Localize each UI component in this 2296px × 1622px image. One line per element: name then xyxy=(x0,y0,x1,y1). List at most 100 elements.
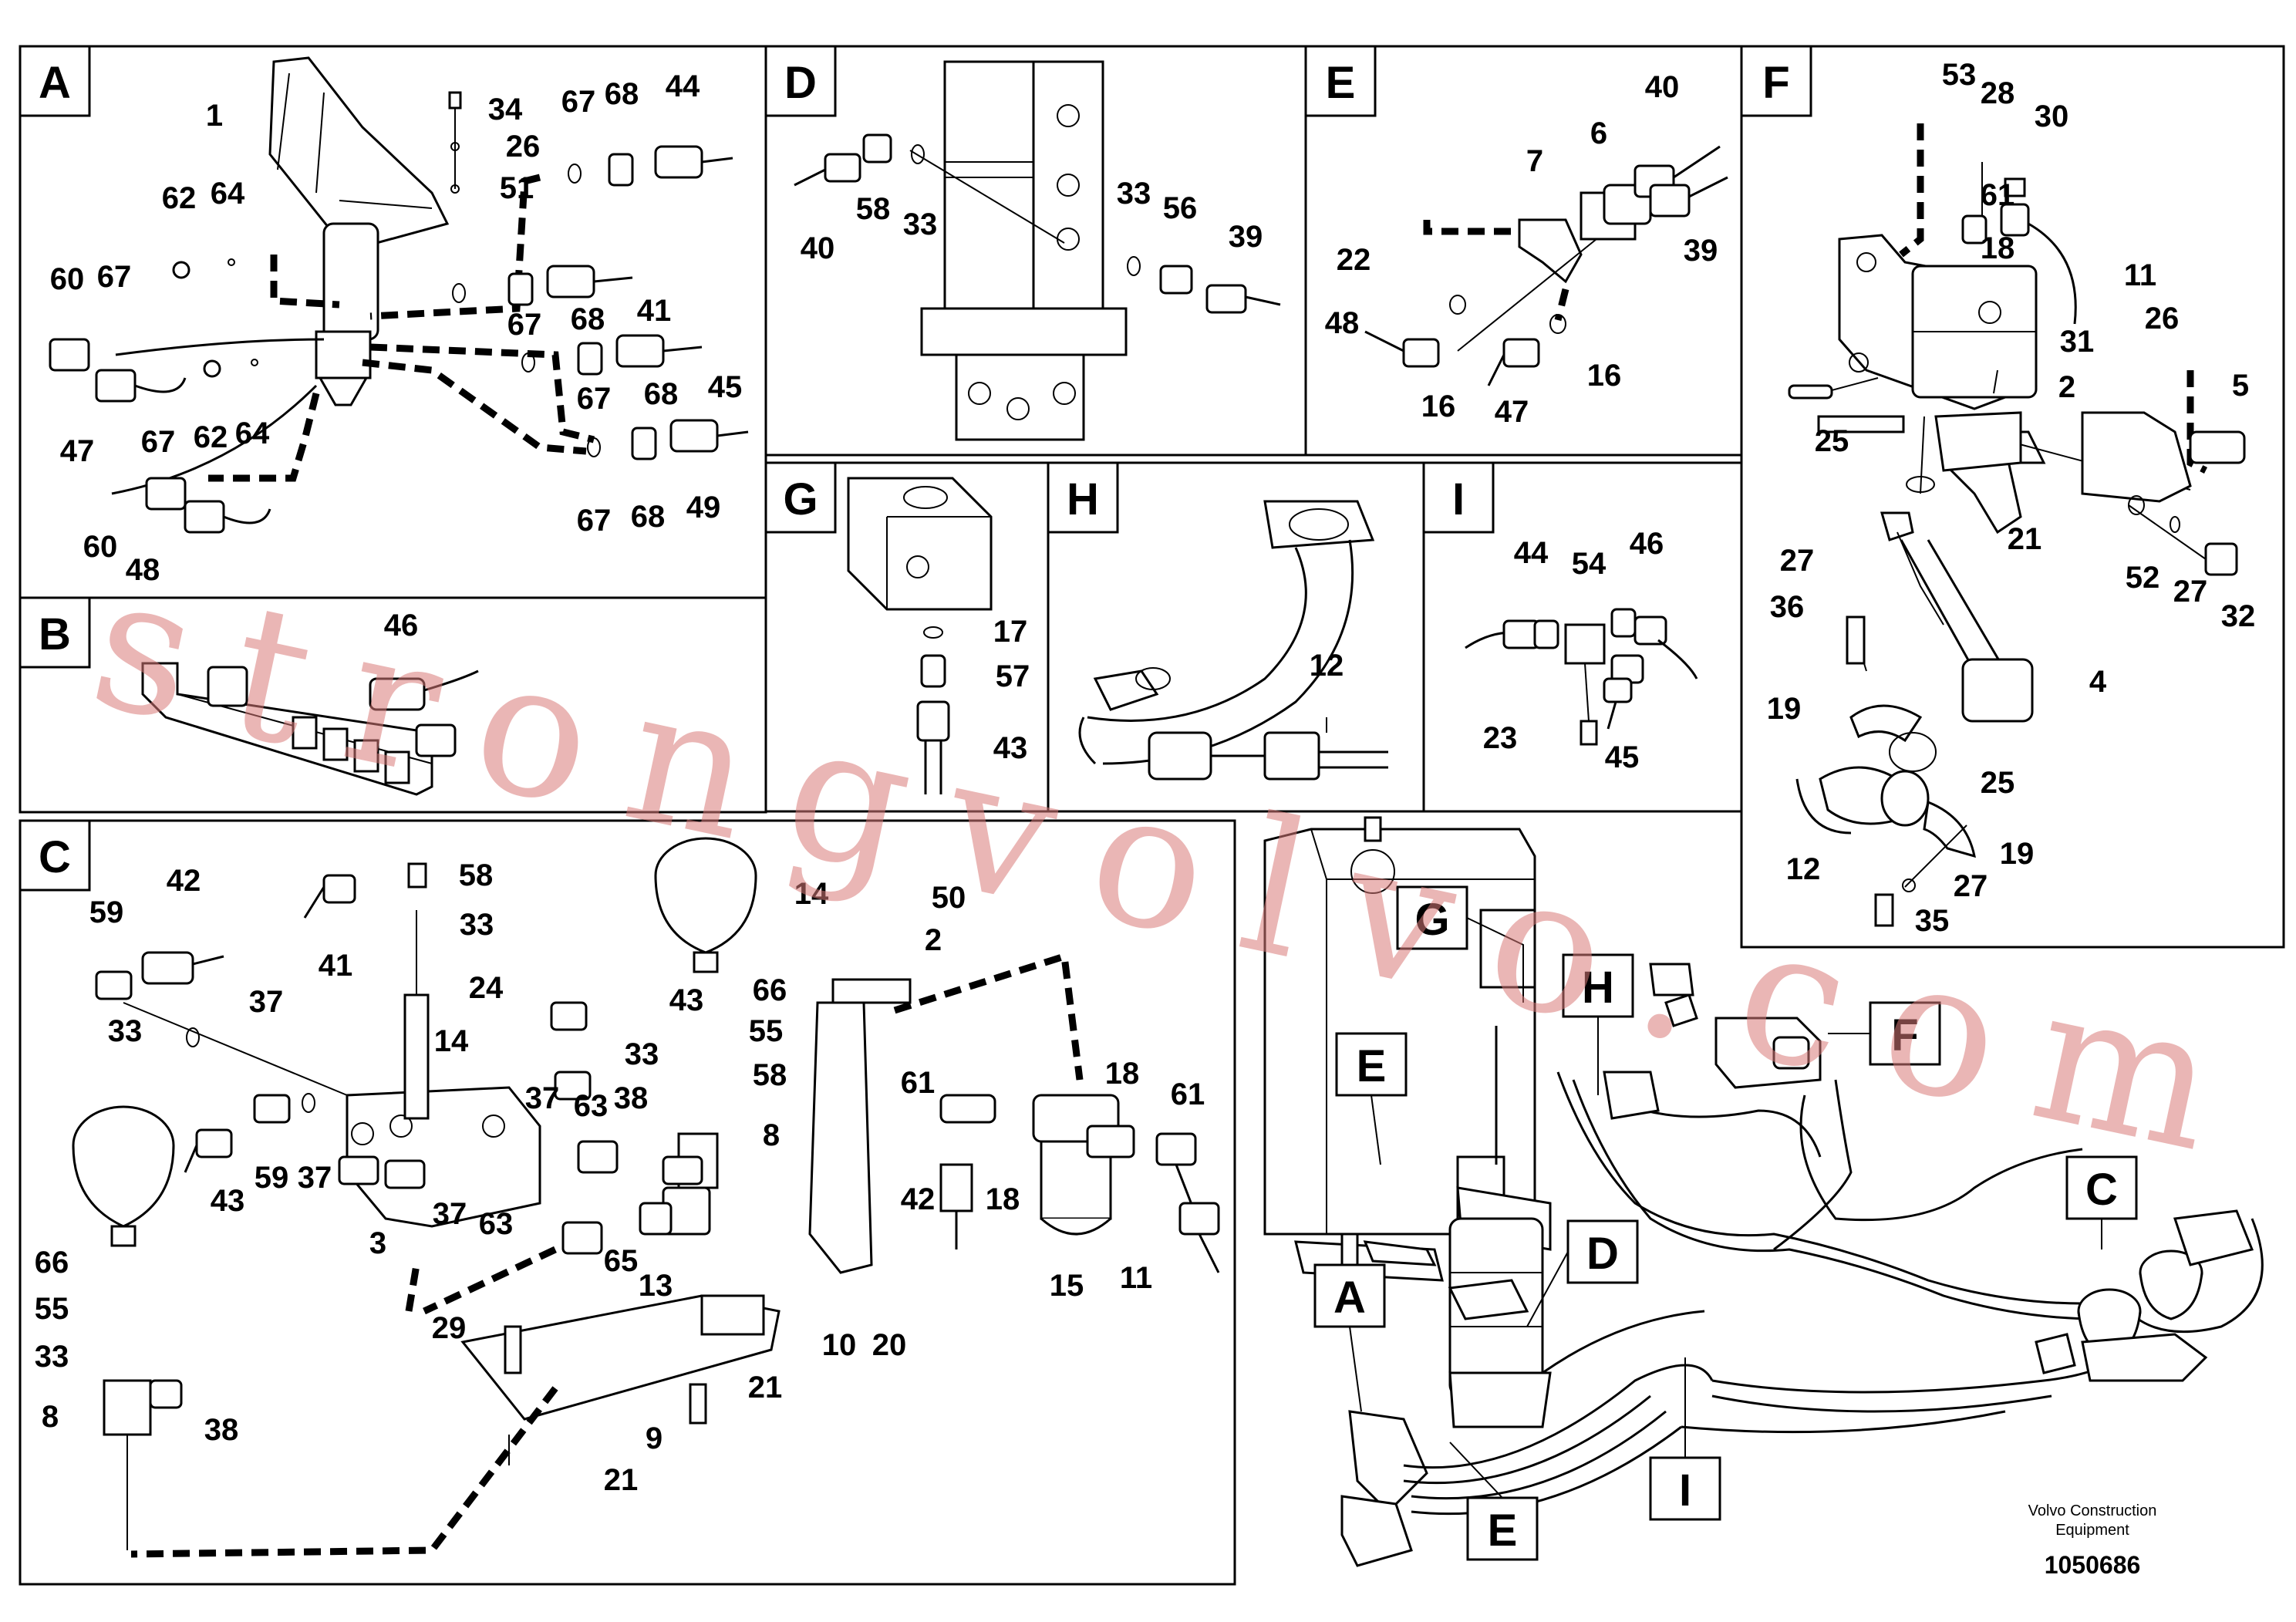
callout-14: 33 xyxy=(108,1014,143,1048)
callout-9: 9 xyxy=(646,1421,663,1455)
callout-39: 39 xyxy=(1229,220,1263,254)
overview-letter-a: A xyxy=(1333,1273,1366,1323)
callout-55: 55 xyxy=(35,1292,69,1326)
callout-57: 57 xyxy=(996,659,1030,693)
c-filter-assembly xyxy=(939,1094,1220,1273)
callout-55: 55 xyxy=(749,1014,784,1048)
callout-27: 27 xyxy=(1780,544,1815,578)
callouts-panel-f: 53 28 30 61 18 11 31 26 2 5 25 21 27 36 … xyxy=(1767,58,2256,938)
panel-f-letter: F xyxy=(1762,58,1789,108)
panel-d-letter: D xyxy=(784,58,817,108)
callout-32: 32 xyxy=(2221,599,2256,633)
callout-46: 46 xyxy=(384,609,419,642)
callout-37: 37 xyxy=(525,1081,560,1115)
callout-48: 48 xyxy=(1325,306,1360,340)
panel-frames xyxy=(19,45,2285,1586)
callout-41: 41 xyxy=(637,294,672,328)
callout-61: 61 xyxy=(901,1066,936,1100)
panel-b-letter: B xyxy=(39,609,71,659)
footer: Volvo Construction Equipment 1050686 xyxy=(2028,1502,2157,1579)
callout-44: 44 xyxy=(1514,536,1549,570)
callout-8: 8 xyxy=(763,1118,780,1152)
callout-67: 67 xyxy=(577,382,612,416)
panel-c-drawing xyxy=(72,837,1220,1558)
callout-26: 26 xyxy=(506,130,541,164)
panel-d-label: D xyxy=(764,45,837,117)
panel-g-label: G xyxy=(764,461,837,534)
panel-i-drawing xyxy=(1465,608,1698,746)
panel-g-letter: G xyxy=(783,474,818,524)
callout-24: 24 xyxy=(469,971,504,1005)
callout-15: 15 xyxy=(1050,1269,1084,1303)
callout-23: 23 xyxy=(1483,721,1518,755)
callout-33: 33 xyxy=(1117,177,1151,211)
callout-67: 67 xyxy=(577,504,612,538)
overview-box-g: G xyxy=(1396,885,1524,1003)
callout-52: 52 xyxy=(2126,561,2160,595)
callout-53: 53 xyxy=(1942,58,1977,92)
callout-33: 58 xyxy=(753,1058,787,1092)
panel-e-letter: E xyxy=(1326,58,1356,108)
callout-19: 19 xyxy=(2000,837,2035,871)
panel-i-letter: I xyxy=(1452,474,1465,524)
callout-38: 38 xyxy=(204,1413,239,1447)
callout-40: 40 xyxy=(1645,70,1680,104)
callout-68: 68 xyxy=(644,377,679,411)
callout-31: 31 xyxy=(2060,325,2095,359)
callout-25: 25 xyxy=(1981,766,2015,800)
callout-64: 64 xyxy=(235,416,270,450)
callout-7: 7 xyxy=(1526,144,1543,178)
callouts-panel-a: 1 34 26 51 67 68 44 62 64 60 67 67 68 41… xyxy=(50,69,743,587)
callout-61: 61 xyxy=(1981,178,2015,212)
callout-14: 14 xyxy=(794,877,829,911)
callout-27: 27 xyxy=(1954,869,1988,903)
overview-letter-d: D xyxy=(1586,1229,1619,1279)
callouts-panel-c: 59 42 41 58 33 14 50 2 37 24 43 66 55 33… xyxy=(35,858,1205,1497)
callout-63: 63 xyxy=(574,1089,609,1123)
overview-box-f: F xyxy=(1828,1001,1941,1066)
overview-box-e-bottom: E xyxy=(1449,1442,1539,1561)
callout-37: 37 xyxy=(249,985,284,1019)
overview-letter-h: H xyxy=(1582,963,1614,1013)
callout-30: 30 xyxy=(2035,99,2069,133)
callout-68: 68 xyxy=(631,500,666,534)
callouts-panel-h: 12 xyxy=(1310,649,1344,683)
brand-line-1: Volvo Construction xyxy=(2028,1502,2157,1519)
callout-3: 3 xyxy=(369,1226,386,1260)
doc-number: 1050686 xyxy=(2045,1551,2141,1579)
callout-21: 21 xyxy=(748,1371,783,1404)
callout-47: 47 xyxy=(1495,395,1529,429)
panel-a-drawing xyxy=(49,56,749,534)
callout-45: 45 xyxy=(708,370,743,404)
callout-50: 50 xyxy=(932,881,966,915)
callout-35: 35 xyxy=(1915,904,1950,938)
callout-67: 67 xyxy=(141,425,176,459)
callout-43: 43 xyxy=(211,1184,245,1218)
overview-callout-boxes: G H F E C D A xyxy=(1313,885,2138,1561)
callout-18: 18 xyxy=(1981,231,2015,265)
callout-11: 11 xyxy=(1120,1261,1152,1295)
callout-51: 51 xyxy=(500,171,534,205)
overview-box-h: H xyxy=(1562,953,1634,1095)
panel-letter-boxes: A B C D E F G H xyxy=(19,45,1812,892)
callouts-panel-b: 46 xyxy=(384,609,419,642)
callout-66: 66 xyxy=(35,1246,69,1280)
callout-41: 41 xyxy=(319,949,353,983)
overview-box-a: A xyxy=(1313,1263,1386,1412)
panel-c-letter: C xyxy=(39,832,71,882)
callout-56: 56 xyxy=(1163,191,1198,225)
callout-11: 11 xyxy=(2124,258,2156,292)
callout-37: 37 xyxy=(433,1197,467,1231)
callout-22: 22 xyxy=(1337,243,1371,277)
callout-48: 48 xyxy=(126,553,160,587)
panel-f-drawing xyxy=(1788,123,2246,927)
callout-33: 33 xyxy=(35,1340,69,1374)
callout-43: 43 xyxy=(993,731,1028,765)
overview-letter-i: I xyxy=(1679,1465,1691,1516)
callout-65: 65 xyxy=(604,1244,639,1278)
callout-45: 45 xyxy=(1605,740,1640,774)
callout-58: 58 xyxy=(459,858,494,892)
callout-67: 67 xyxy=(561,85,596,119)
callout-58: 33 xyxy=(625,1037,659,1071)
overview-letter-e-bottom: E xyxy=(1488,1506,1518,1556)
